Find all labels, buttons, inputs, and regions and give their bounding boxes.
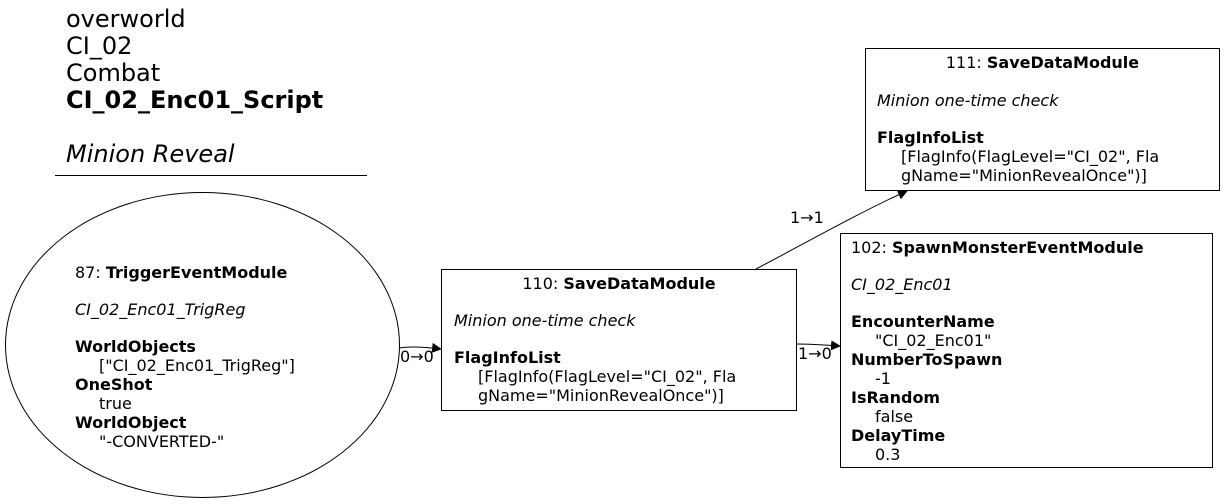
header-level: overworld [66,5,186,33]
edge-label-87-110: 0→0 [400,347,434,366]
node-110-prop-key: FlagInfoList [454,348,561,367]
node-110-type: SaveDataModule [563,274,716,293]
node-87-subtitle: CI_02_Enc01_TrigReg [75,300,246,319]
node-87-prop-key: OneShot [75,375,153,394]
node-102-header: 102: SpawnMonsterEventModule [851,238,1144,257]
script-description: Minion Reveal [66,140,235,168]
node-110-subtitle: Minion one-time check [454,311,636,330]
edge-label-110-111: 1→1 [790,208,824,227]
node-111-header: 111: SaveDataModule [945,53,1140,72]
node-102-spawn-monster-event-module[interactable]: 102: SpawnMonsterEventModule CI_02_Enc01… [840,233,1213,468]
script-name: CI_02_Enc01_Script [66,86,324,114]
node-87-prop-key: WorldObjects [75,337,196,356]
node-110-header: 110: SaveDataModule [522,274,716,293]
node-102-type: SpawnMonsterEventModule [892,238,1144,257]
node-111-save-data-module[interactable]: 111: SaveDataModule Minion one-time chec… [865,48,1220,191]
node-102-prop-key: NumberToSpawn [851,350,1003,369]
node-110-prop-value-line2: gName="MinionRevealOnce")] [478,386,724,405]
node-111-prop-value-line1: [FlagInfo(FlagLevel="CI_02", Fla [901,147,1160,166]
header-area: CI_02 [66,32,133,60]
node-87-type: TriggerEventModule [105,263,288,282]
node-87-prop-value: "-CONVERTED-" [99,432,225,451]
node-87-prop-value: ["CI_02_Enc01_TrigReg"] [99,356,295,375]
node-110-id: 110 [522,274,553,293]
node-111-id: 111 [945,53,977,72]
node-87-trigger-event-module[interactable]: 87: TriggerEventModule CI_02_Enc01_TrigR… [5,192,400,498]
node-111-type: SaveDataModule [986,53,1140,72]
node-102-id: 102 [851,238,882,257]
node-102-prop-value: 0.3 [875,445,901,464]
header-divider [55,175,367,176]
node-87-prop-key: WorldObject [75,413,187,432]
node-102-prop-key: IsRandom [851,388,941,407]
node-111-prop-value-line2: gName="MinionRevealOnce")] [901,166,1147,185]
node-87-prop-value: true [99,394,132,413]
script-header: overworld CI_02 Combat CI_02_Enc01_Scrip… [66,5,324,169]
node-102-prop-key: DelayTime [851,426,946,445]
node-102-subtitle: CI_02_Enc01 [851,275,953,294]
node-87-id: 87 [75,263,96,282]
node-110-save-data-module[interactable]: 110: SaveDataModule Minion one-time chec… [441,269,797,411]
node-102-prop-value: -1 [875,369,891,388]
node-102-prop-value: false [875,407,914,426]
node-111-subtitle: Minion one-time check [877,91,1059,110]
edge-label-110-102: 1→0 [798,344,832,363]
node-102-prop-key: EncounterName [851,312,995,331]
header-category: Combat [66,59,161,87]
node-110-prop-value-line1: [FlagInfo(FlagLevel="CI_02", Fla [478,367,737,386]
node-102-prop-value: "CI_02_Enc01" [875,331,992,350]
node-87-header: 87: TriggerEventModule [75,263,288,282]
node-111-prop-key: FlagInfoList [877,128,984,147]
